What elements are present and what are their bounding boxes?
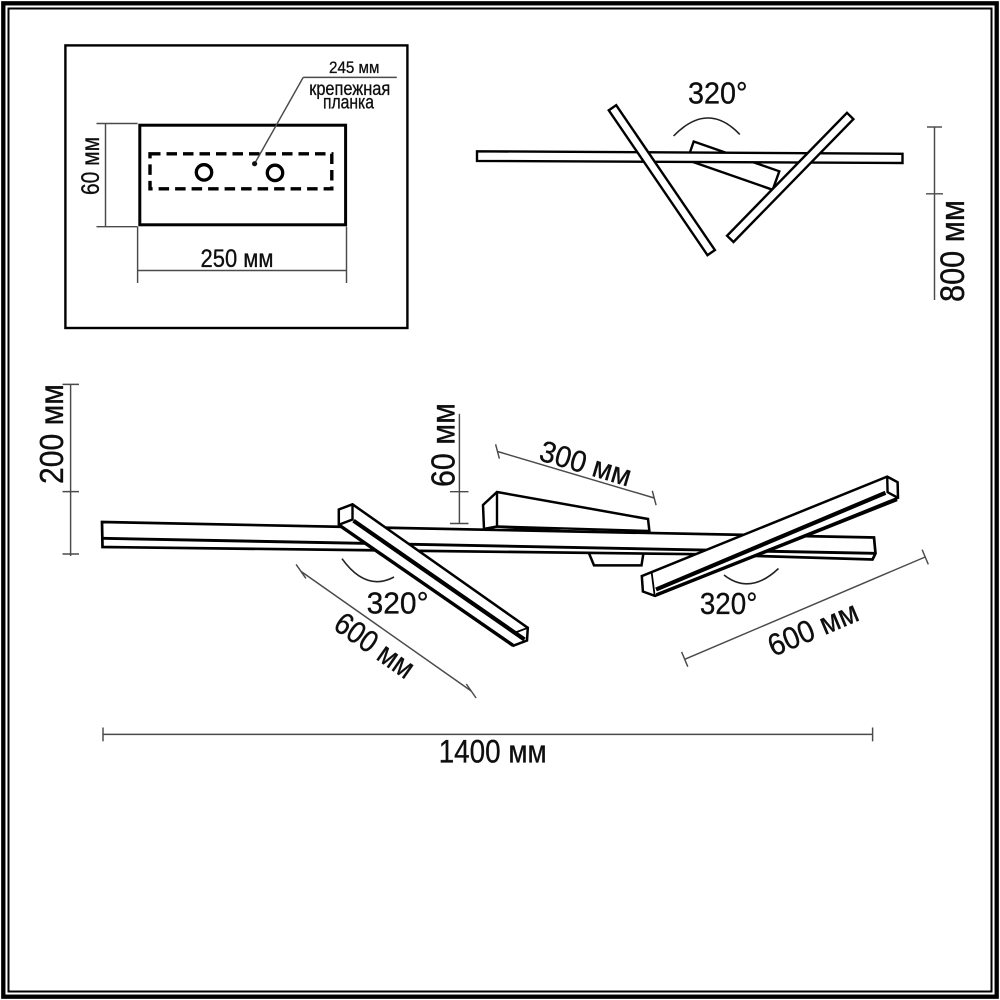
svg-text:245 мм: 245 мм: [329, 59, 379, 77]
svg-text:320°: 320°: [367, 586, 429, 621]
svg-text:200 мм: 200 мм: [33, 384, 70, 484]
svg-text:60 мм: 60 мм: [77, 137, 105, 195]
svg-text:60 мм: 60 мм: [425, 403, 462, 487]
svg-text:320°: 320°: [688, 75, 748, 110]
svg-text:1400 мм: 1400 мм: [439, 733, 547, 769]
svg-text:800 мм: 800 мм: [934, 200, 972, 302]
svg-text:планка: планка: [323, 93, 374, 114]
svg-text:крепежная: крепежная: [309, 79, 390, 100]
svg-text:320°: 320°: [700, 586, 758, 621]
svg-text:250 мм: 250 мм: [201, 245, 274, 273]
